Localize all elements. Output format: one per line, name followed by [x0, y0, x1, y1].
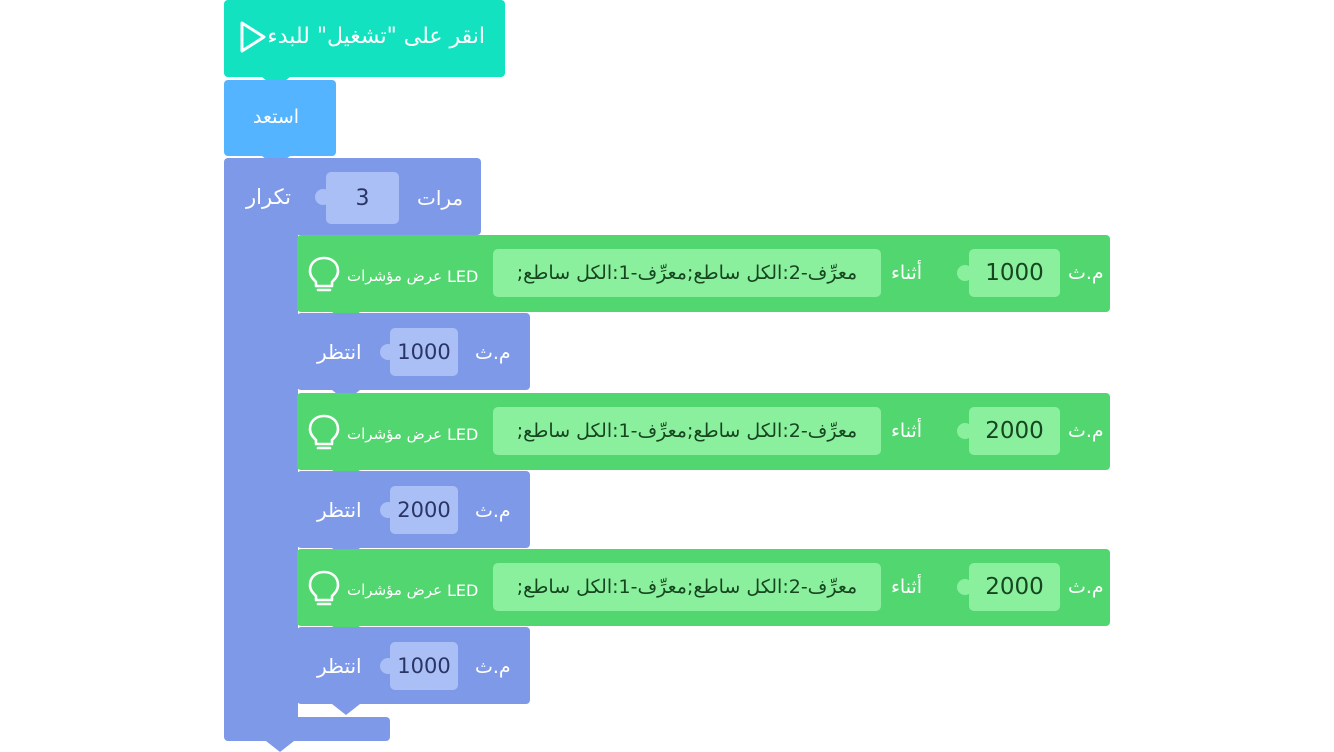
led-block-2[interactable]: عرض مؤشرات LED ;معرِّف-2:الكل ساطع;معرِّ… — [297, 393, 1110, 470]
led-label: LED — [447, 581, 479, 600]
led-during-label: أثناء — [891, 420, 923, 442]
wait-duration-value: 1000 — [397, 340, 451, 364]
bulb-icon — [308, 414, 340, 450]
wait-unit-label: م.ث — [475, 656, 511, 678]
wait-block-3[interactable]: انتظر 1000 م.ث — [297, 627, 530, 704]
led-unit-label: م.ث — [1068, 420, 1104, 442]
bulb-icon — [308, 570, 340, 606]
led-block-1[interactable]: عرض مؤشرات LED ;معرِّف-2:الكل ساطع;معرِّ… — [297, 235, 1110, 312]
wait-duration-value: 1000 — [397, 654, 451, 678]
led-duration-input[interactable]: 1000 — [969, 249, 1060, 297]
wait-label: انتظر — [317, 654, 362, 678]
led-duration-value: 1000 — [985, 260, 1044, 286]
start-label: انقر على "تشغيل" للبدء — [267, 24, 485, 49]
repeat-block[interactable]: تكرار 3 مرات — [224, 158, 481, 235]
wait-duration-input[interactable]: 1000 — [390, 328, 458, 376]
wait-duration-input[interactable]: 2000 — [390, 486, 458, 534]
wait-label: انتظر — [317, 340, 362, 364]
repeat-count-input[interactable]: 3 — [326, 172, 399, 224]
led-pattern-value: ;معرِّف-2:الكل ساطع;معرِّف-1:الكل ساطع — [516, 420, 858, 442]
led-duration-value: 2000 — [985, 418, 1044, 444]
led-duration-input[interactable]: 2000 — [969, 407, 1060, 455]
ready-label: استعد — [253, 106, 300, 128]
led-title: عرض مؤشرات — [347, 425, 443, 443]
led-duration-value: 2000 — [985, 574, 1044, 600]
repeat-count-value: 3 — [355, 185, 370, 211]
wait-label: انتظر — [317, 498, 362, 522]
wait-duration-input[interactable]: 1000 — [390, 642, 458, 690]
repeat-side-bar — [224, 234, 298, 718]
play-icon — [240, 21, 266, 53]
led-pattern-input[interactable]: ;معرِّف-2:الكل ساطع;معرِّف-1:الكل ساطع — [493, 249, 881, 297]
wait-block-1[interactable]: انتظر 1000 م.ث — [297, 313, 530, 390]
repeat-bottom-bar — [224, 717, 390, 741]
led-label: LED — [447, 425, 479, 444]
led-block-3[interactable]: عرض مؤشرات LED ;معرِّف-2:الكل ساطع;معرِّ… — [297, 549, 1110, 626]
wait-notch-3 — [332, 704, 360, 715]
led-title: عرض مؤشرات — [347, 581, 443, 599]
led-pattern-input[interactable]: ;معرِّف-2:الكل ساطع;معرِّف-1:الكل ساطع — [493, 407, 881, 455]
start-block[interactable]: انقر على "تشغيل" للبدء — [224, 0, 505, 77]
led-title: عرض مؤشرات — [347, 267, 443, 285]
repeat-label: تكرار — [246, 185, 292, 209]
wait-unit-label: م.ث — [475, 342, 511, 364]
wait-unit-label: م.ث — [475, 500, 511, 522]
ready-block[interactable]: استعد — [224, 80, 336, 156]
led-pattern-input[interactable]: ;معرِّف-2:الكل ساطع;معرِّف-1:الكل ساطع — [493, 563, 881, 611]
led-unit-label: م.ث — [1068, 262, 1104, 284]
repeat-suffix: مرات — [417, 186, 464, 210]
repeat-bottom-notch — [266, 741, 294, 752]
wait-block-2[interactable]: انتظر 2000 م.ث — [297, 471, 530, 548]
led-unit-label: م.ث — [1068, 576, 1104, 598]
led-label: LED — [447, 267, 479, 286]
led-during-label: أثناء — [891, 262, 923, 284]
led-duration-input[interactable]: 2000 — [969, 563, 1060, 611]
bulb-icon — [308, 256, 340, 292]
led-pattern-value: ;معرِّف-2:الكل ساطع;معرِّف-1:الكل ساطع — [516, 576, 858, 598]
led-pattern-value: ;معرِّف-2:الكل ساطع;معرِّف-1:الكل ساطع — [516, 262, 858, 284]
led-during-label: أثناء — [891, 576, 923, 598]
wait-duration-value: 2000 — [397, 498, 451, 522]
